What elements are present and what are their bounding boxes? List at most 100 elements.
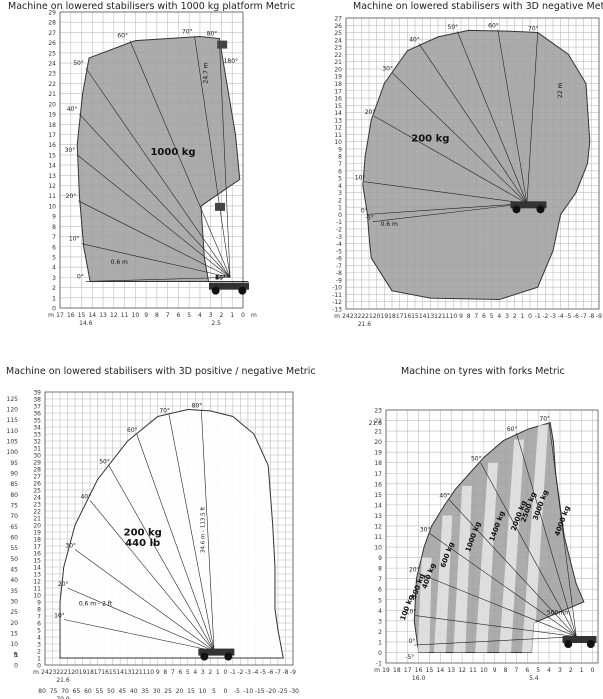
y-tick-label: -9 <box>336 277 342 284</box>
y-ft-tick-label: 25 <box>10 609 18 616</box>
chart-3: 0123456789101112131415161718192021222324… <box>7 390 300 699</box>
x-tick-label: 1 <box>520 313 524 320</box>
x-tick-label: 12 <box>110 312 118 319</box>
y-tick-label: 0 <box>52 306 56 313</box>
angle-ray <box>85 277 231 282</box>
x-tick-label: 6 <box>178 669 182 676</box>
angle-ray <box>548 422 577 637</box>
angle-label: 60° <box>127 427 138 434</box>
x-tick-label: 12 <box>458 667 466 674</box>
chart-panel-1: Machine on lowered stabilisers with 1000… <box>0 0 301 340</box>
x-tick-label: 1 <box>230 312 234 319</box>
chart-4: -101234567891011121314151617181920212223… <box>369 408 599 682</box>
y-tick-label: 1 <box>37 656 41 663</box>
x-ft-tick-label: 25 <box>164 688 172 695</box>
angle-label: 80° <box>215 274 226 281</box>
x-tick-label: 6 <box>176 312 180 319</box>
annotation-rotation: 180° <box>224 58 238 65</box>
chart-3-plot: 0123456789101112131415161718192021222324… <box>7 390 300 699</box>
y-tick-label: 4 <box>338 183 342 190</box>
y-tick-label: 6 <box>378 587 382 594</box>
y-tick-label: 3 <box>338 190 342 197</box>
y-tick-label: 28 <box>48 20 56 27</box>
y-tick-label: 25 <box>48 50 56 57</box>
y-ft-tick-label: 35 <box>10 588 18 595</box>
y-tick-label: -3 <box>336 234 342 241</box>
machine-wheel <box>586 640 595 649</box>
y-ft-tick-label: 120 <box>7 406 19 413</box>
y-tick-label: 7 <box>378 576 382 583</box>
y-tick-label: 10 <box>374 545 382 552</box>
x-tick-label: 14 <box>88 312 96 319</box>
angle-ray <box>429 533 577 637</box>
angle-label: 20° <box>365 109 376 116</box>
x-tick-label: 9 <box>493 667 497 674</box>
y-tick-label: -10 <box>332 285 342 292</box>
y-tick-label: 2 <box>52 285 56 292</box>
y-ft-tick-label: 105 <box>7 438 19 445</box>
x-tick-label: 5 <box>490 313 494 320</box>
x-tick-label: -2 <box>542 313 548 320</box>
angle-label: 40° <box>215 274 226 281</box>
y-tick-label: 23 <box>33 502 41 509</box>
angle-ray <box>456 30 528 204</box>
y-tick-label: 17 <box>33 544 41 551</box>
x-tick-label: 4 <box>497 313 501 320</box>
y-tick-label: 26 <box>33 481 41 488</box>
y-tick-label: 9 <box>378 555 382 562</box>
y-tick-label: 3 <box>37 642 41 649</box>
x-tick-label: 7 <box>171 669 175 676</box>
x-ft-tick-label: 10 <box>199 688 207 695</box>
y-tick-label: 17 <box>48 132 56 139</box>
x-tick-label: 4 <box>547 667 551 674</box>
annotation-height: 22 m <box>557 82 564 98</box>
angle-label: 30° <box>382 66 393 73</box>
y-tick-label: 13 <box>33 572 41 579</box>
angle-ray <box>78 200 231 278</box>
x-ft-tick-label: -25 <box>278 688 288 695</box>
x-tick-label: -1 <box>535 313 541 320</box>
x-tick-label: 14 <box>419 313 427 320</box>
x-tick-label: 2 <box>569 667 573 674</box>
y-sub-label: 21.8 <box>369 420 383 427</box>
angle-ray <box>63 619 215 652</box>
machine-wheel <box>564 640 573 649</box>
x-sub-label: 2.5 <box>211 320 221 327</box>
x-tick-label: 3 <box>201 669 205 676</box>
y-tick-label: -12 <box>332 299 342 306</box>
y-tick-label: 38 <box>33 397 41 404</box>
x-tick-label: 24 <box>41 669 49 676</box>
chart-1: 0123456789101112131415161718192021222324… <box>48 10 257 328</box>
x-tick-label: 19 <box>382 667 390 674</box>
y-tick-label: 11 <box>33 586 41 593</box>
y-tick-label: 9 <box>37 600 41 607</box>
x-tick-label: 15 <box>78 312 86 319</box>
capacity-band <box>433 515 453 653</box>
x-tick-label: 10 <box>450 313 458 320</box>
y-ft-tick-label: 15 <box>10 630 18 637</box>
y-tick-label: 19 <box>48 112 56 119</box>
x-tick-label: 18 <box>388 313 396 320</box>
y-ft-tick-label: 80 <box>10 492 18 499</box>
y-tick-label: -1 <box>336 219 342 226</box>
x-tick-label: 19 <box>79 669 87 676</box>
load-label: 200 kg <box>411 134 449 145</box>
y-tick-label: 18 <box>334 81 342 88</box>
chart-panel-2: Machine on lowered stabilisers with 3D n… <box>301 0 603 340</box>
angle-label: 30° <box>420 526 431 533</box>
y-tick-label: 32 <box>33 439 41 446</box>
x-tick-label: 18 <box>393 667 401 674</box>
y-tick-label: 11 <box>374 534 382 541</box>
capacity-band <box>521 424 548 653</box>
y-tick-label: 16 <box>33 551 41 558</box>
angle-ray <box>136 433 215 652</box>
angle-label: 20° <box>409 566 420 573</box>
y-tick-label: 25 <box>33 488 41 495</box>
y-tick-label: 24 <box>33 495 41 502</box>
y-tick-label: 31 <box>33 446 41 453</box>
angle-ray <box>497 29 528 204</box>
machine-wheel <box>224 652 233 661</box>
y-tick-label: 1 <box>378 639 382 646</box>
machine-wheel <box>536 205 545 214</box>
y-tick-label: 10 <box>48 203 56 210</box>
